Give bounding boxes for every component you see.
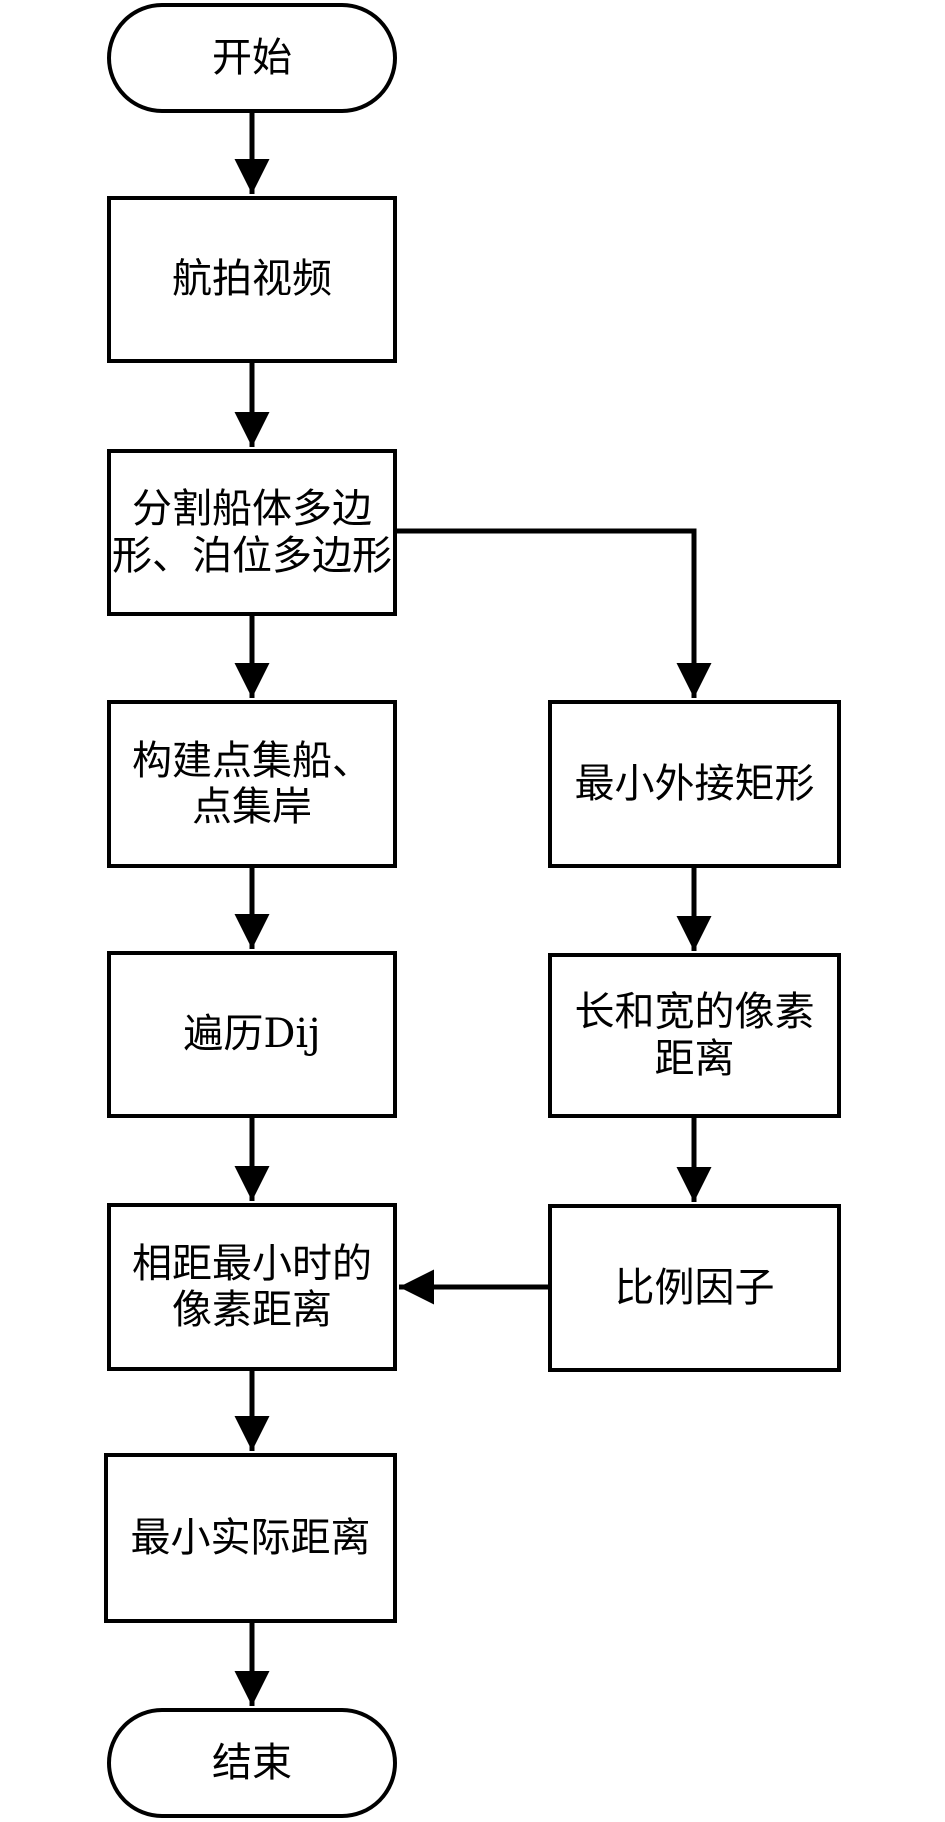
node-segment-polygons-label: 分割船体多边 形、泊位多边形 (112, 486, 392, 579)
node-build-point-sets-label: 构建点集船、 点集岸 (132, 737, 372, 830)
node-length-width-pixel-distance-label: 长和宽的像素 距离 (574, 989, 815, 1082)
node-aerial-video-label: 航拍视频 (172, 256, 332, 303)
node-traverse-dij: 遍历Dij (107, 951, 397, 1118)
node-scale-factor-label: 比例因子 (614, 1264, 775, 1311)
node-min-actual-distance: 最小实际距离 (104, 1453, 397, 1623)
node-start-label: 开始 (212, 34, 292, 81)
node-min-actual-distance-label: 最小实际距离 (130, 1514, 371, 1561)
node-start: 开始 (107, 3, 397, 113)
node-build-point-sets: 构建点集船、 点集岸 (107, 700, 397, 868)
node-length-width-pixel-distance: 长和宽的像素 距离 (548, 953, 841, 1118)
node-min-bounding-rect: 最小外接矩形 (548, 700, 841, 868)
edge-segment-to-mbr (397, 528, 712, 698)
node-min-bounding-rect-label: 最小外接矩形 (574, 760, 815, 807)
node-aerial-video: 航拍视频 (107, 196, 397, 363)
node-end: 结束 (107, 1708, 397, 1818)
node-end-label: 结束 (212, 1739, 292, 1786)
node-segment-polygons: 分割船体多边 形、泊位多边形 (107, 449, 397, 616)
node-scale-factor: 比例因子 (548, 1204, 841, 1372)
node-traverse-dij-label: 遍历Dij (183, 1011, 321, 1058)
node-min-separation-pixel-distance-label: 相距最小时的 像素距离 (132, 1240, 372, 1333)
node-min-separation-pixel-distance: 相距最小时的 像素距离 (107, 1203, 397, 1371)
